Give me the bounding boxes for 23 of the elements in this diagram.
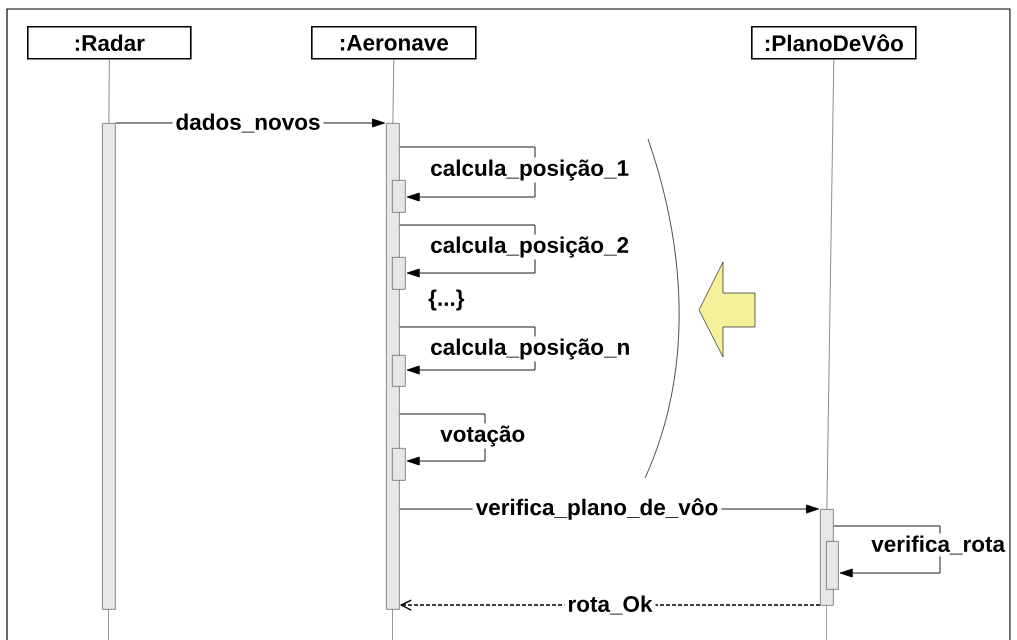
edge-label: verifica_rota (869, 533, 1008, 557)
activation-bar (826, 541, 839, 590)
activation-bar (102, 123, 116, 610)
activation-bar (392, 355, 406, 387)
message-arrow (399, 146, 536, 202)
edge-label: rota_Ok (564, 592, 656, 618)
message-arrow (833, 525, 941, 578)
edge-label: votação (438, 423, 528, 449)
activation-bar (392, 257, 406, 290)
edge-label: verifica_plano_de_vôo (472, 495, 722, 523)
message-arrow (399, 326, 536, 375)
edge-label: dados_novos (172, 110, 324, 136)
message-arrow (399, 413, 486, 466)
edge-label: calcula_posição_2 (428, 234, 632, 260)
object-box: :Aeronave (311, 26, 477, 60)
ellipsis-label: {...} (428, 289, 465, 311)
object-box: :Radar (27, 26, 192, 60)
activation-bar (392, 180, 406, 213)
activation-bar (392, 448, 406, 481)
edge-label: calcula_posição_n (428, 336, 633, 362)
object-box: :PlanoDeVôo (751, 26, 917, 60)
edge-label: calcula_posição_1 (428, 157, 632, 183)
message-arrow (399, 224, 536, 278)
